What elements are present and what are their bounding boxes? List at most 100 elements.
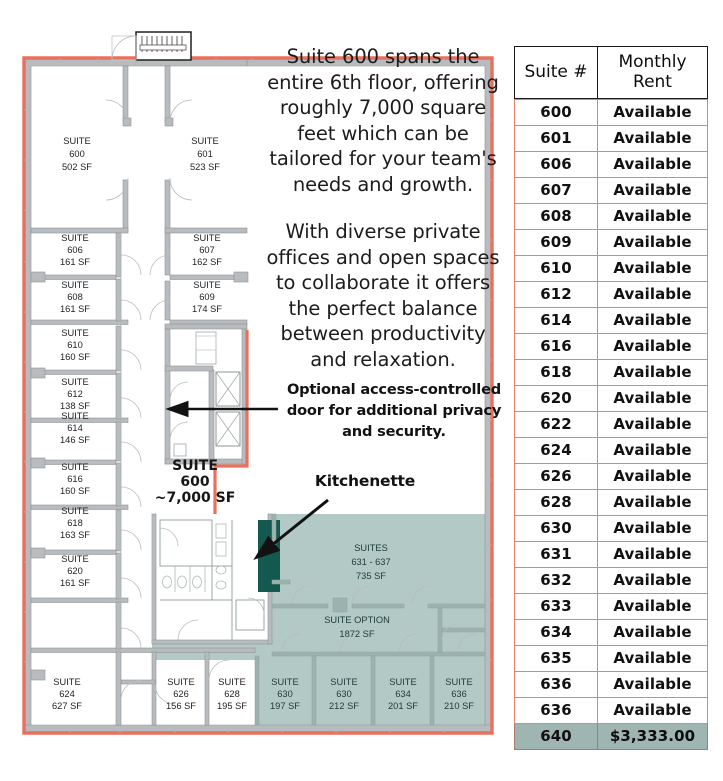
- room-label-606-name: SUITE: [61, 233, 88, 243]
- cell-monthly-rent: Available: [598, 204, 708, 230]
- upper-suites-walls: [30, 65, 248, 234]
- cell-monthly-rent: Available: [598, 99, 708, 126]
- cell-suite-number: 606: [514, 152, 598, 178]
- cell-suite-number: 609: [514, 230, 598, 256]
- cell-suite-number: 618: [514, 360, 598, 386]
- access-controlled-door-boundary: [213, 330, 249, 514]
- suite-600-label-line1: SUITE: [172, 458, 218, 474]
- room-label-628-name: SUITE: [218, 677, 245, 687]
- room-label-636-area: 210 SF: [444, 701, 474, 711]
- cell-monthly-rent: Available: [598, 230, 708, 256]
- room-label-628-area: 195 SF: [217, 701, 247, 711]
- room-label-634-num: 634: [395, 689, 411, 699]
- room-label-612-area: 138 SF: [60, 401, 90, 411]
- room-label-606-num: 606: [67, 245, 83, 255]
- room-label-631637-area: 735 SF: [356, 571, 386, 581]
- lower-left-suites-walls: [30, 651, 230, 726]
- cell-monthly-rent: Available: [598, 256, 708, 282]
- lower-left-white-zone: [24, 660, 255, 733]
- room-label-608-area: 161 SF: [60, 304, 90, 314]
- suite-600-label-line2: 600: [180, 474, 210, 490]
- elevator-shaft: [215, 371, 241, 447]
- room-label-634-name: SUITE: [389, 677, 416, 687]
- cell-monthly-rent: Available: [598, 334, 708, 360]
- cell-suite-number: 640: [514, 724, 598, 750]
- cell-suite-number: 608: [514, 204, 598, 230]
- room-label-618-name: SUITE: [61, 506, 88, 516]
- cell-suite-number: 612: [514, 282, 598, 308]
- room-label-600-name: SUITE: [63, 136, 90, 146]
- cell-suite-number: 616: [514, 334, 598, 360]
- room-label-616-name: SUITE: [61, 462, 88, 472]
- cell-suite-number: 624: [514, 438, 598, 464]
- room-label-616-num: 616: [67, 474, 83, 484]
- floor-plan-drawing: .wall { fill:#b9bcbe; stroke:#8f9496; st…: [22, 31, 494, 735]
- room-label-option-name: SUITE OPTION: [324, 615, 390, 625]
- room-label-620-area: 161 SF: [60, 578, 90, 588]
- description-block: Suite 600 spans the entire 6th floor, of…: [262, 44, 504, 372]
- room-label-618-num: 618: [67, 518, 83, 528]
- cell-suite-number: 620: [514, 386, 598, 412]
- cell-suite-number: 614: [514, 308, 598, 334]
- cell-monthly-rent: Available: [598, 126, 708, 152]
- room-label-601-area: 523 SF: [190, 162, 220, 172]
- room-label-620-num: 620: [67, 566, 83, 576]
- cell-suite-number: 626: [514, 464, 598, 490]
- room-label-601-num: 601: [197, 149, 213, 159]
- room-label-610-area: 160 SF: [60, 352, 90, 362]
- cell-monthly-rent: Available: [598, 698, 708, 724]
- room-label-614-num: 614: [67, 423, 83, 433]
- room-label-626-num: 626: [173, 689, 189, 699]
- room-label-630b-num: 630: [336, 689, 352, 699]
- rent-table-header-row: Suite # Monthly Rent: [514, 46, 708, 99]
- cell-monthly-rent: Available: [598, 594, 708, 620]
- left-suites-walls: [30, 232, 256, 653]
- cell-suite-number: 636: [514, 672, 598, 698]
- room-label-609-name: SUITE: [193, 280, 220, 290]
- room-label-607-num: 607: [199, 245, 215, 255]
- room-label-600-num: 600: [69, 149, 85, 159]
- cell-suite-number: 607: [514, 178, 598, 204]
- cell-monthly-rent: Available: [598, 360, 708, 386]
- room-label-630b-name: SUITE: [330, 677, 357, 687]
- room-label-607-area: 162 SF: [192, 257, 222, 267]
- kitchenette-annotation-text: Kitchenette: [314, 472, 416, 490]
- room-label-614-area: 146 SF: [60, 435, 90, 445]
- description-paragraph-1: Suite 600 spans the entire 6th floor, of…: [267, 45, 499, 196]
- table-row[interactable]: 640$3,333.00: [514, 724, 708, 750]
- room-label-628-num: 628: [224, 689, 240, 699]
- cell-monthly-rent: Available: [598, 568, 708, 594]
- room-label-624-num: 624: [59, 689, 75, 699]
- room-label-631637-num: 631 - 637: [351, 557, 390, 567]
- room-label-600-area: 502 SF: [62, 162, 92, 172]
- cell-monthly-rent: Available: [598, 386, 708, 412]
- room-label-626-name: SUITE: [167, 677, 194, 687]
